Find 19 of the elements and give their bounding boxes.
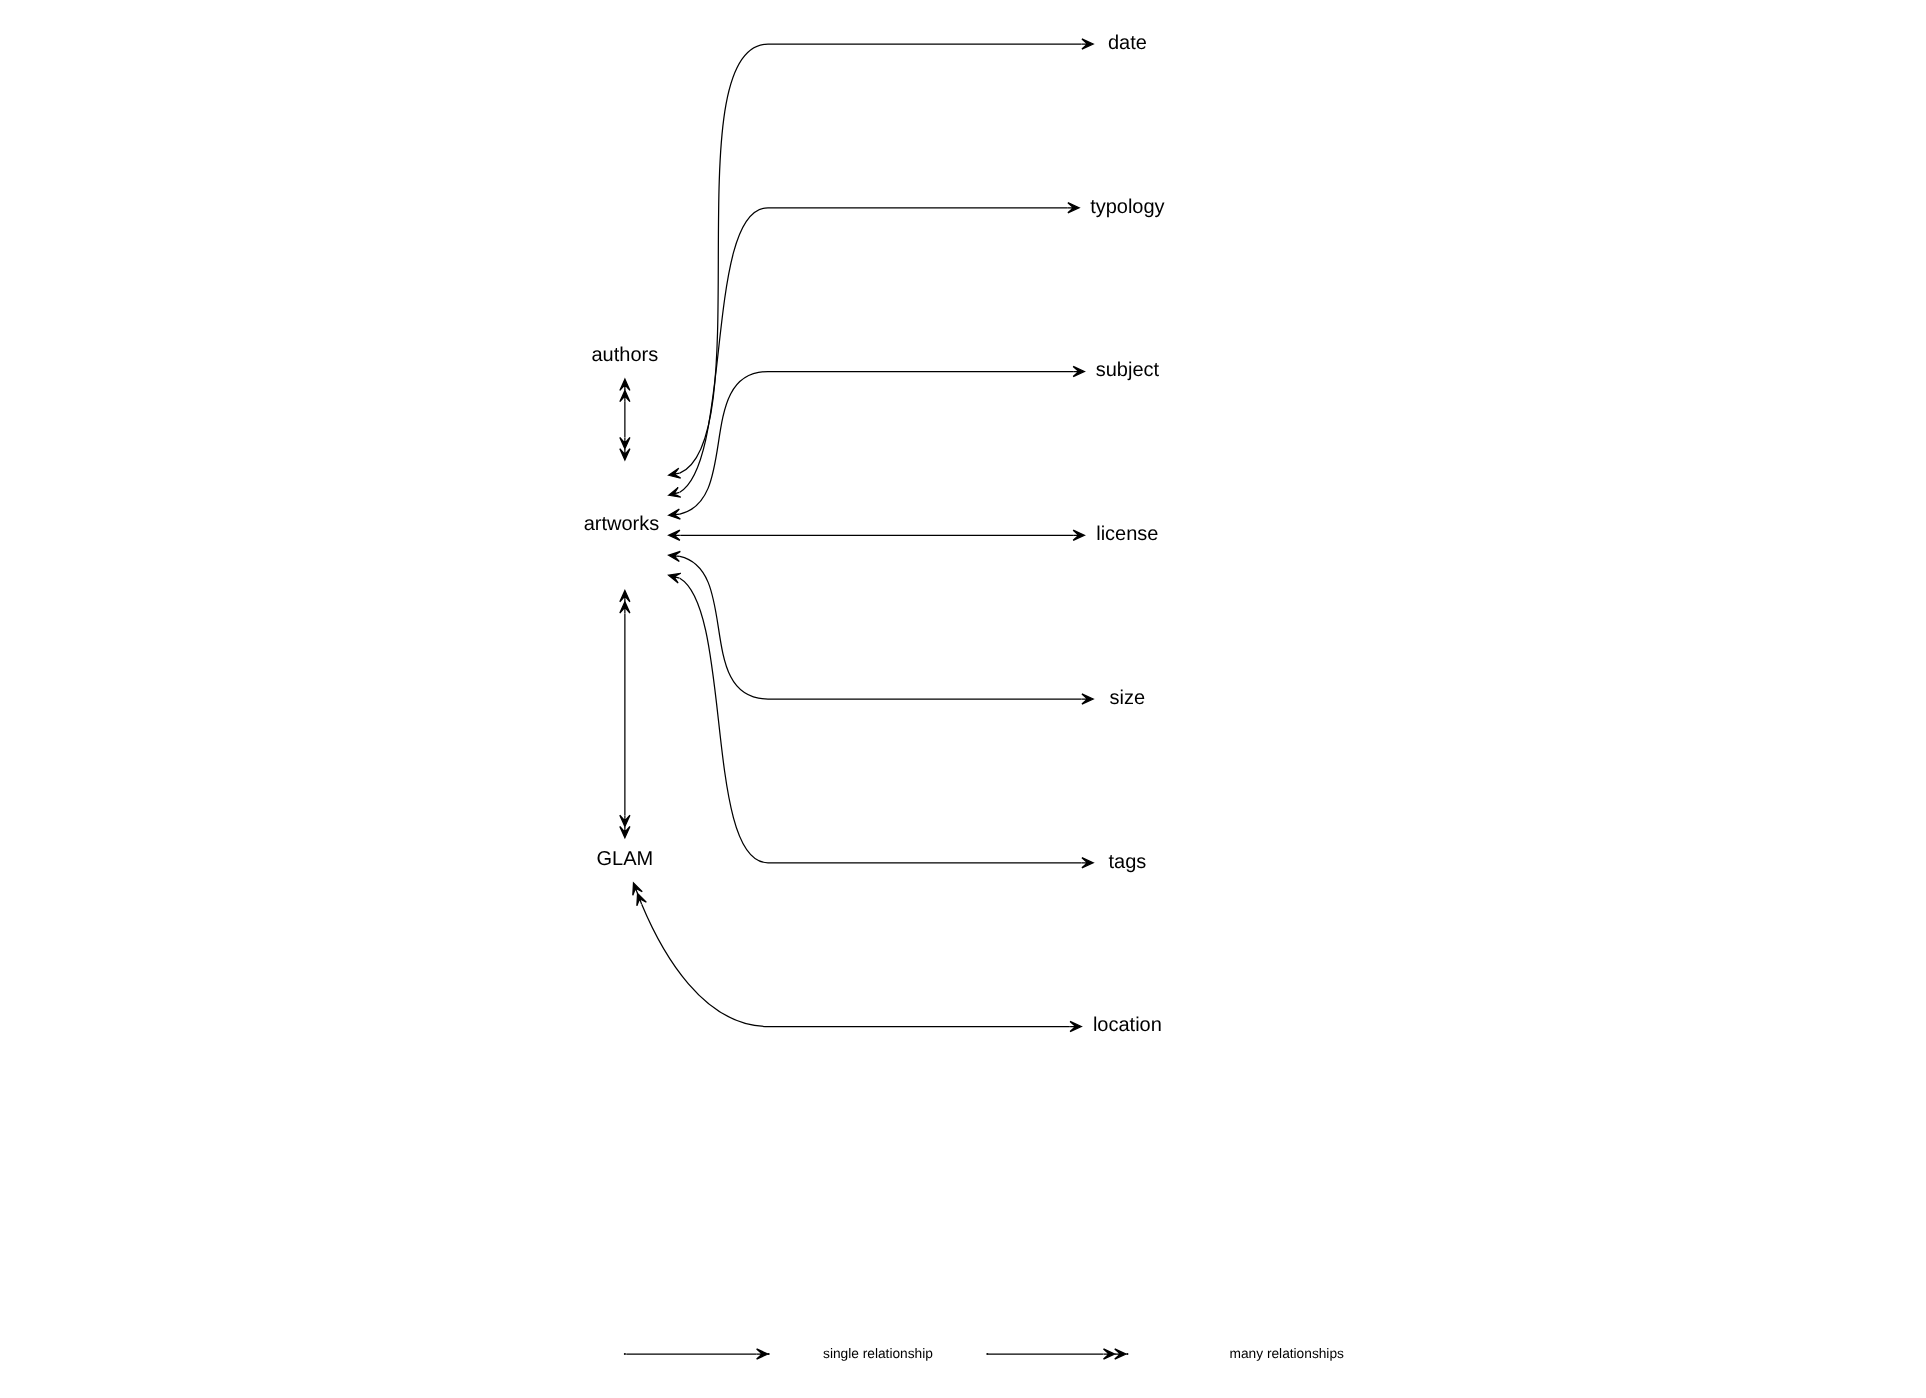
node-text: artworks [583,514,660,536]
arrow [668,529,1086,541]
arrow [619,589,631,839]
arrow [668,38,1094,479]
arrow [619,378,631,461]
node-text: date [1107,32,1147,55]
node-text: size [1109,687,1146,710]
arrow [668,202,1080,498]
node-text: typology [1090,196,1165,219]
arrow [668,572,1094,869]
node-text: subject [1095,360,1160,383]
arrow [632,882,1082,1033]
node-text: license [1096,524,1159,546]
node-text: GLAM [596,849,654,871]
node-text: tags [1108,851,1147,874]
arrow [668,550,1094,705]
node-text: location [1092,1015,1162,1038]
arrow [668,365,1086,520]
node-text: authors [591,345,659,368]
